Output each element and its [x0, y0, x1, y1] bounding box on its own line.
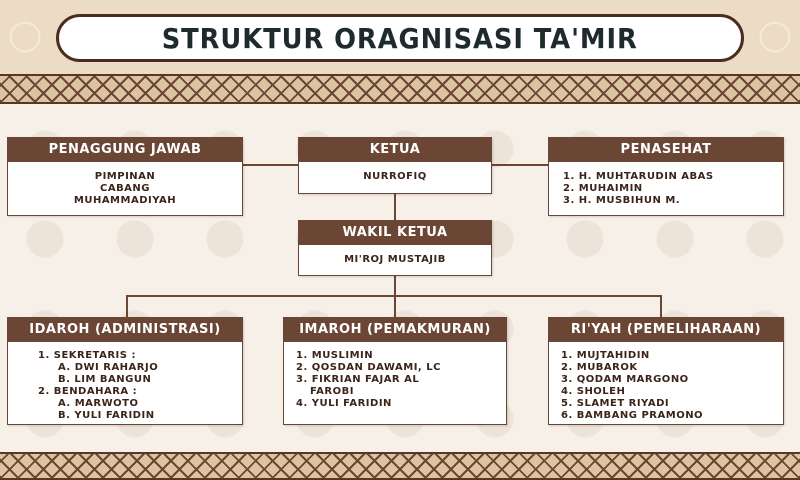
title-banner: STRUKTUR ORAGNISASI TA'MIR	[56, 14, 744, 62]
riayah-line: 5. SLAMET RIYADI	[561, 398, 670, 409]
imaroh-line: 1. MUSLIMIN	[296, 350, 374, 361]
connector-penanggung-ketua	[243, 164, 298, 166]
page-title: STRUKTUR ORAGNISASI TA'MIR	[161, 21, 639, 55]
box-header-idaroh: IDAROH (ADMINISTRASI)	[8, 318, 242, 342]
idaroh-line: 1. SEKRETARIS :	[38, 350, 136, 361]
box-body-penanggung-jawab: PIMPINAN CABANG MUHAMMADIYAH	[8, 162, 242, 207]
box-body-idaroh: 1. SEKRETARIS : A. DWI RAHARJO B. LIM BA…	[8, 342, 242, 422]
box-header-penanggung-jawab: PENAGGUNG JAWAB	[8, 138, 242, 162]
penasehat-line: 1. H. MUHTARUDIN ABAS	[563, 171, 714, 182]
box-body-ketua: NURROFIQ	[299, 162, 491, 183]
box-header-ketua: KETUA	[299, 138, 491, 162]
penasehat-line: 3. H. MUSBIHUN M.	[563, 195, 681, 206]
box-wakil-ketua: WAKIL KETUA MI'ROJ MUSTAJIB	[298, 220, 492, 276]
idaroh-line: B. LIM BANGUN	[58, 374, 152, 385]
box-ketua: KETUA NURROFIQ	[298, 137, 492, 194]
box-imaroh: IMAROH (PEMAKMURAN) 1. MUSLIMIN 2. QOSDA…	[283, 317, 507, 425]
box-body-riayah: 1. MUJTAHIDIN 2. MUBAROK 3. QODAM MARGON…	[549, 342, 783, 422]
imaroh-line: 2. QOSDAN DAWAMI, LC	[296, 362, 441, 373]
ornament-border-top	[0, 74, 800, 104]
riayah-line: 4. SHOLEH	[561, 386, 626, 397]
connector-riayah	[660, 295, 662, 317]
connector-imaroh	[394, 295, 396, 317]
box-idaroh: IDAROH (ADMINISTRASI) 1. SEKRETARIS : A.…	[7, 317, 243, 425]
connector-idaroh	[126, 295, 128, 317]
box-body-imaroh: 1. MUSLIMIN 2. QOSDAN DAWAMI, LC 3. FIKR…	[284, 342, 506, 410]
imaroh-line: 4. YULI FARIDIN	[296, 398, 392, 409]
connector-ketua-penasehat	[492, 164, 548, 166]
imaroh-line: 3. FIKRIAN FAJAR AL	[296, 374, 420, 385]
idaroh-line: A. MARWOTO	[58, 398, 139, 409]
riayah-line: 1. MUJTAHIDIN	[561, 350, 650, 361]
box-header-penasehat: PENASEHAT	[549, 138, 783, 162]
box-header-wakil-ketua: WAKIL KETUA	[299, 221, 491, 245]
idaroh-line: 2. BENDAHARA :	[38, 386, 138, 397]
connector-wakil-down	[394, 276, 396, 296]
connector-ketua-wakil	[394, 194, 396, 220]
box-header-imaroh: IMAROH (PEMAKMURAN)	[284, 318, 506, 342]
penasehat-line: 2. MUHAIMIN	[563, 183, 643, 194]
imaroh-line: FAROBI	[310, 386, 354, 397]
ornament-border-bottom	[0, 452, 800, 480]
box-body-wakil-ketua: MI'ROJ MUSTAJIB	[299, 245, 491, 266]
box-penanggung-jawab: PENAGGUNG JAWAB PIMPINAN CABANG MUHAMMAD…	[7, 137, 243, 216]
idaroh-line: A. DWI RAHARJO	[58, 362, 159, 373]
idaroh-line: B. YULI FARIDIN	[58, 410, 155, 421]
wakil-ketua-name: MI'ROJ MUSTAJIB	[344, 254, 446, 265]
riayah-line: 3. QODAM MARGONO	[561, 374, 689, 385]
penanggung-jawab-line: PIMPINAN	[94, 171, 156, 182]
box-riayah: RI'YAH (PEMELIHARAAN) 1. MUJTAHIDIN 2. M…	[548, 317, 784, 425]
riayah-line: 6. BAMBANG PRAMONO	[561, 410, 704, 421]
penanggung-jawab-line: MUHAMMADIYAH	[73, 195, 177, 206]
riayah-line: 2. MUBAROK	[561, 362, 638, 373]
box-penasehat: PENASEHAT 1. H. MUHTARUDIN ABAS 2. MUHAI…	[548, 137, 784, 216]
ketua-name: NURROFIQ	[363, 171, 427, 182]
penanggung-jawab-line: CABANG	[99, 183, 151, 194]
box-header-riayah: RI'YAH (PEMELIHARAAN)	[549, 318, 783, 342]
box-body-penasehat: 1. H. MUHTARUDIN ABAS 2. MUHAIMIN 3. H. …	[549, 162, 783, 207]
